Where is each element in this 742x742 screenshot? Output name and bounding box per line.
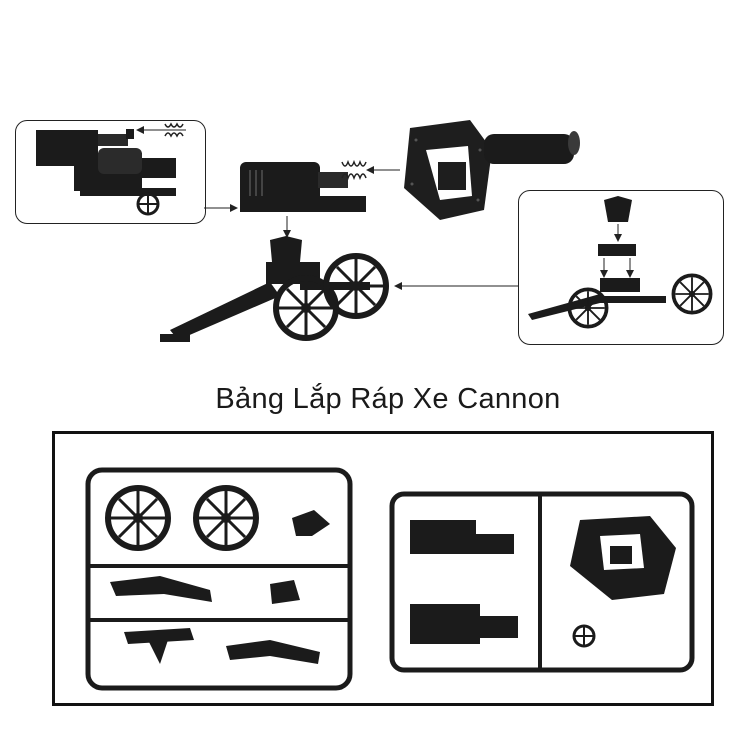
breech-parts-detail <box>36 122 186 216</box>
spring-icon <box>341 159 367 181</box>
page-title: Bảng Lắp Ráp Xe Cannon <box>215 383 561 415</box>
spring-icon <box>164 122 184 138</box>
sprue-left <box>85 467 353 691</box>
wheel-icon <box>108 488 168 548</box>
steering-wheel-icon <box>136 192 160 216</box>
cannon-breech <box>240 159 400 212</box>
sprue-right <box>389 491 695 673</box>
wheel-icon <box>326 256 386 316</box>
gun-shield-icon <box>404 120 492 220</box>
cannon-barrel-icon <box>484 131 580 164</box>
wheel-icon <box>567 287 609 329</box>
carriage-parts-detail <box>528 196 713 329</box>
gun-shield-icon <box>570 516 676 600</box>
steering-wheel-icon <box>572 624 596 648</box>
wheel-icon <box>196 488 256 548</box>
breech-piece <box>410 520 518 644</box>
carriage-icon <box>160 236 386 342</box>
trail-piece <box>110 510 330 664</box>
wheel-icon <box>671 273 713 315</box>
